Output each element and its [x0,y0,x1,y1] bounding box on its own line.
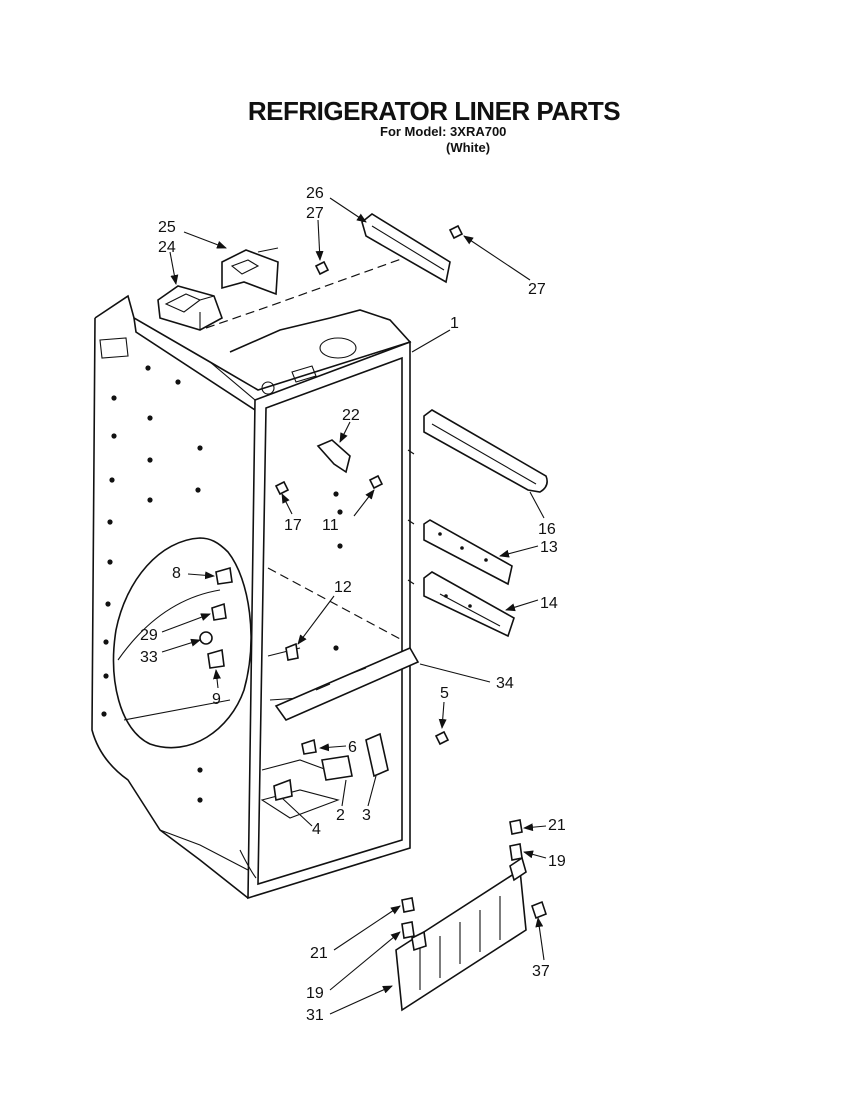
leader-lines [161,197,547,1015]
part-24-box [157,285,223,331]
callout-19-right: 19 [548,853,566,870]
callout-26: 26 [306,185,324,202]
callout-13: 13 [540,539,558,556]
callout-27-top: 27 [306,205,324,222]
callout-labels: 26 27 27 25 24 1 22 11 17 16 13 14 12 34… [140,185,566,1024]
callout-17: 17 [284,517,302,534]
callout-29: 29 [140,627,158,644]
callout-24: 24 [158,239,176,256]
callout-3: 3 [362,807,371,824]
side-holes [101,365,343,803]
part-22-bracket [316,439,351,474]
callout-37: 37 [532,963,550,980]
part-13-bracket [423,519,513,586]
part-14-bracket [423,571,515,638]
callout-14: 14 [540,595,558,612]
callout-5: 5 [440,685,449,702]
callout-12: 12 [334,579,352,596]
callout-2: 2 [336,807,345,824]
callout-21-left: 21 [310,945,328,962]
screw-27-left [314,260,330,276]
callout-34: 34 [496,675,514,692]
model-line: For Model: 3XRA700 [380,124,506,139]
alignment-line-top [205,257,405,329]
callout-1: 1 [450,315,459,332]
part-25-bracket [221,247,279,296]
detail-circle [112,537,252,749]
callout-9: 9 [212,691,221,708]
callout-11: 11 [322,517,339,534]
callout-22: 22 [342,407,360,424]
color-line: (White) [446,140,490,155]
callout-31: 31 [306,1007,324,1024]
callout-19-left: 19 [306,985,324,1002]
part-31-crisper-cover [395,856,527,1012]
callout-4: 4 [312,821,321,838]
callout-8: 8 [172,565,181,582]
callout-16: 16 [538,521,556,538]
callout-27-right: 27 [528,281,546,298]
diagram-title: REFRIGERATOR LINER PARTS [248,96,620,126]
callout-25: 25 [158,219,176,236]
part-34-rail [274,646,420,721]
part-16-cover [423,409,548,493]
parts-19-21 [401,819,547,939]
callout-6: 6 [348,739,357,756]
part-26-rail [361,213,451,284]
screw-27-right [448,224,464,240]
liner-body [91,294,415,900]
fasteners [199,474,450,801]
callout-21-right: 21 [548,817,566,834]
callout-33: 33 [140,649,158,666]
